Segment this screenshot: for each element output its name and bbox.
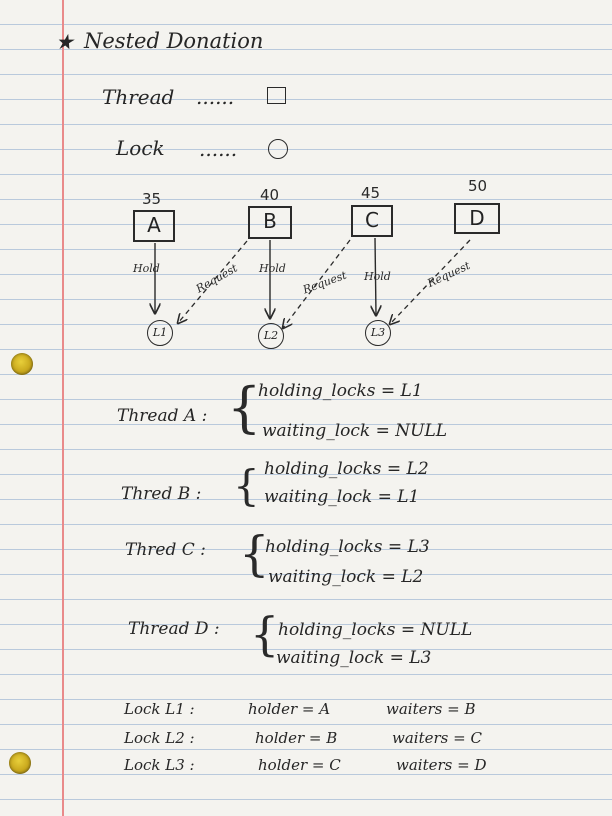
thread-state-holding-a: holding_locks = L1 [258, 381, 423, 401]
lock-table-holder-l2: holder = B [255, 729, 338, 747]
thread-state-label-d: Thread D : [128, 619, 220, 639]
request-arrow-c [283, 239, 351, 328]
brace-icon: { [250, 607, 280, 661]
thread-box-b: B [248, 206, 292, 239]
hold-arrow-c [375, 237, 376, 315]
thread-state-label-b: Thred B : [121, 484, 202, 504]
hold-label-a: Hold [133, 262, 160, 275]
lock-circle-l1: L1 [147, 320, 173, 346]
legend-square-icon [267, 87, 286, 104]
thread-priority-c: 45 [361, 184, 381, 202]
lock-table-holder-l1: holder = A [248, 700, 331, 718]
lock-table-lock-l1: Lock L1 : [124, 700, 195, 718]
hold-label-c: Hold [364, 270, 391, 283]
legend-thread-dots: ...... [196, 85, 235, 109]
legend-lock-label: Lock [116, 136, 165, 160]
brace-icon: { [227, 376, 262, 439]
thread-box-d: D [454, 203, 500, 234]
thread-state-waiting-d: waiting_lock = L3 [276, 648, 432, 668]
thread-state-label-c: Thred C : [125, 540, 206, 560]
hold-label-b: Hold [259, 262, 286, 275]
lock-circle-l2: L2 [258, 323, 284, 349]
lock-table-waiters-l1: waiters = B [386, 700, 476, 718]
legend-lock-dots: ...... [199, 137, 238, 161]
lock-table-waiters-l3: waiters = D [396, 756, 487, 774]
thread-state-label-a: Thread A : [117, 406, 208, 426]
brace-icon: { [239, 526, 270, 582]
thread-state-waiting-b: waiting_lock = L1 [264, 487, 420, 507]
legend-thread-label: Thread [102, 85, 175, 109]
binder-hole [9, 752, 31, 774]
thread-state-waiting-c: waiting_lock = L2 [268, 567, 424, 587]
thread-state-holding-c: holding_locks = L3 [265, 537, 430, 557]
lock-table-lock-l2: Lock L2 : [124, 729, 195, 747]
thread-box-c: C [351, 205, 393, 237]
thread-state-holding-b: holding_locks = L2 [264, 459, 429, 479]
lock-table-waiters-l2: waiters = C [392, 729, 482, 747]
lock-table-holder-l3: holder = C [258, 756, 341, 774]
thread-state-waiting-a: waiting_lock = NULL [262, 421, 448, 441]
thread-state-holding-d: holding_locks = NULL [278, 620, 473, 640]
binder-hole [11, 353, 33, 375]
thread-priority-d: 50 [468, 177, 488, 195]
thread-priority-a: 35 [142, 190, 162, 208]
legend-circle-icon [268, 139, 288, 159]
page-title: Nested Donation [84, 29, 264, 53]
lock-circle-l3: L3 [365, 320, 391, 346]
lock-table-lock-l3: Lock L3 : [124, 756, 195, 774]
brace-icon: { [233, 461, 260, 510]
request-arrow-d [390, 239, 471, 324]
thread-box-a: A [133, 210, 175, 242]
star-icon: ★ [55, 30, 74, 54]
thread-priority-b: 40 [260, 186, 280, 204]
